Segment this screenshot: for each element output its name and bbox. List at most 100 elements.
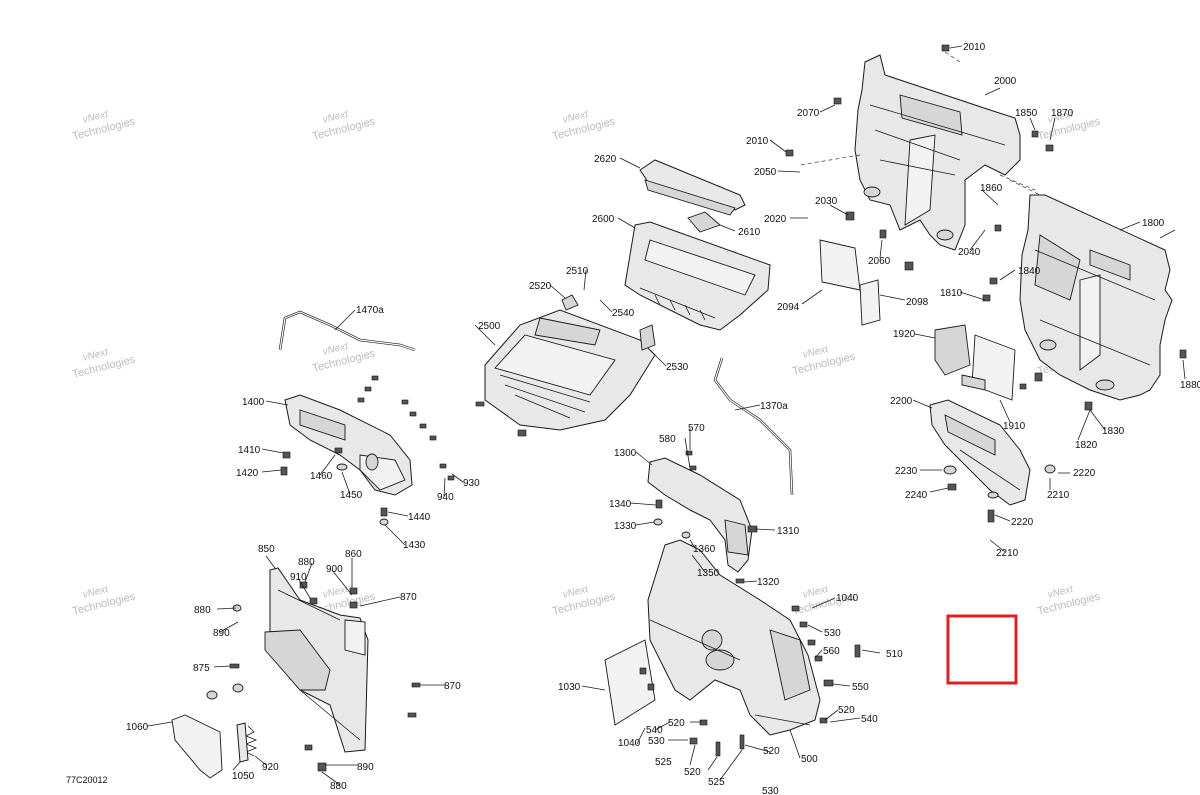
callout-890: 890: [213, 628, 230, 639]
callout-880: 880: [330, 781, 347, 792]
callout-540: 540: [646, 725, 663, 736]
callout-940: 940: [437, 492, 454, 503]
callout-1450: 1450: [340, 490, 363, 501]
washer-1430: [379, 518, 389, 526]
callout-1400: 1400: [242, 397, 265, 408]
callout-930: 930: [463, 478, 480, 489]
callout-2200: 2200: [890, 396, 913, 407]
callout-525: 525: [655, 757, 672, 768]
callout-2010: 2010: [963, 42, 986, 53]
callout-880: 880: [194, 605, 211, 616]
callout-2220: 2220: [1073, 468, 1096, 479]
callout-1860: 1860: [980, 183, 1003, 194]
callout-520: 520: [838, 705, 855, 716]
callout-2520: 2520: [529, 281, 552, 292]
callout-570: 570: [688, 423, 705, 434]
callout-2620: 2620: [594, 154, 617, 165]
washer-1460: [334, 447, 343, 454]
callout-520: 520: [668, 718, 685, 729]
callout-2060: 2060: [868, 256, 891, 267]
callout-1300: 1300: [614, 448, 637, 459]
callout-2000: 2000: [994, 76, 1017, 87]
callout-870: 870: [400, 592, 417, 603]
bracket-2530: [639, 324, 656, 351]
callout-1310: 1310: [777, 526, 800, 537]
callout-1470a: 1470a: [356, 305, 384, 316]
highlight-box: [946, 614, 1018, 685]
fasteners-2000-group: [785, 44, 1187, 523]
fastener-1340: [655, 499, 663, 509]
bolt-1410: [282, 451, 291, 459]
side-panel-1800: [1019, 194, 1173, 401]
callout-2020: 2020: [764, 214, 787, 225]
reference-code: 77C20012: [66, 775, 108, 785]
bracket-1400: [284, 394, 413, 496]
watermark: vNext Technologies: [551, 109, 617, 143]
callout-1810: 1810: [940, 288, 963, 299]
rear-wall-panel-2000: [854, 54, 1021, 251]
callout-525: 525: [708, 777, 725, 788]
housing-2600: [624, 221, 771, 331]
callout-500: 500: [801, 754, 818, 765]
plate-2098: [859, 279, 881, 326]
clip-2610: [687, 211, 721, 233]
callout-1910: 1910: [1003, 421, 1026, 432]
callout-540: 540: [861, 714, 878, 725]
callout-1340: 1340: [609, 499, 632, 510]
hose-1470a-inner: [279, 311, 416, 351]
callout-2098: 2098: [906, 297, 929, 308]
watermark: vNext Technologies: [1036, 584, 1102, 618]
watermark: vNext Technologies: [551, 584, 617, 618]
callout-1320: 1320: [757, 577, 780, 588]
fasteners-1400-group: [357, 375, 455, 481]
callout-1060: 1060: [126, 722, 149, 733]
watermark: vNext Technologies: [791, 344, 857, 378]
fastener-1440: [380, 507, 388, 517]
callout-875: 875: [193, 663, 210, 674]
bolt-1320: [735, 578, 745, 584]
callout-1850: 1850: [1015, 108, 1038, 119]
callout-1350: 1350: [697, 568, 720, 579]
plate-1920: [934, 324, 971, 376]
bolt-1420: [280, 466, 288, 476]
callout-1840: 1840: [1018, 266, 1041, 277]
callout-1430: 1430: [403, 540, 426, 551]
canister-2500: [475, 309, 656, 437]
callout-2540: 2540: [612, 308, 635, 319]
plate-1050: [236, 722, 249, 763]
callout-530: 530: [824, 628, 841, 639]
callout-550: 550: [852, 682, 869, 693]
plate-2094: [819, 239, 861, 291]
callout-1050: 1050: [232, 771, 255, 782]
bracket-2520: [561, 294, 579, 311]
callout-2530: 2530: [666, 362, 689, 373]
callout-2510: 2510: [566, 266, 589, 277]
frame-500: [647, 539, 821, 736]
part-drawings: [147, 44, 1187, 786]
fasteners-500-group: [639, 605, 861, 757]
callout-1370a: 1370a: [760, 401, 788, 412]
fasteners-850-group: [206, 581, 421, 772]
callout-2220: 2220: [1011, 517, 1034, 528]
callout-labels: 2010 2000 2070 1850 1870 2010 2050 1860 …: [66, 42, 1200, 795]
callout-2210: 2210: [996, 548, 1019, 559]
watermark: vNext Technologies: [311, 109, 377, 143]
callout-880: 880: [298, 557, 315, 568]
bolt-570: [685, 450, 693, 456]
callout-1040: 1040: [836, 593, 859, 604]
callout-2230: 2230: [895, 466, 918, 477]
callout-1030: 1030: [558, 682, 581, 693]
watermark: vNext Technologies: [71, 584, 137, 618]
callout-910: 910: [290, 572, 307, 583]
callout-920: 920: [262, 762, 279, 773]
hose-1370a: [713, 357, 794, 496]
callout-1420: 1420: [236, 468, 259, 479]
callout-2010: 2010: [746, 136, 769, 147]
panel-1030: [604, 639, 656, 726]
bolt-580: [689, 465, 697, 471]
callout-2610: 2610: [738, 227, 761, 238]
callout-1330: 1330: [614, 521, 637, 532]
callout-1800: 1800: [1142, 218, 1165, 229]
callout-1360: 1360: [693, 544, 716, 555]
